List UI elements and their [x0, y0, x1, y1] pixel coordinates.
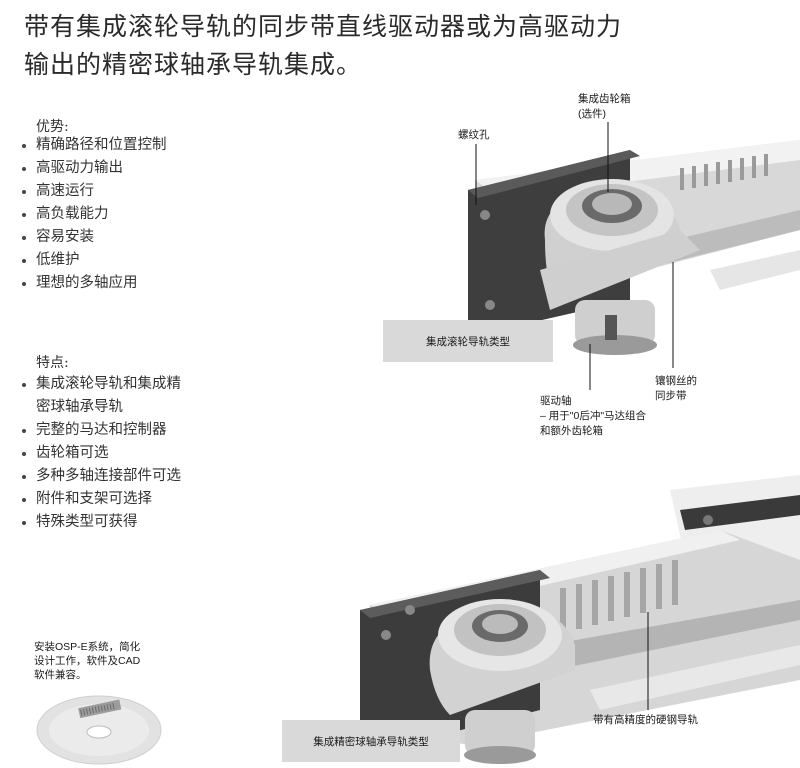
- list-item: 高驱动力输出: [22, 157, 167, 180]
- bullet-icon: [22, 167, 26, 171]
- drive-shaft-callout: 驱动轴 – 用于"0后冲"马达组合 和额外齿轮箱: [540, 395, 647, 437]
- advantages-title: 优势:: [36, 119, 69, 135]
- list-item: 多种多轴连接部件可选: [22, 465, 181, 488]
- list-item: 低维护: [22, 249, 167, 272]
- list-item: 集成滚轮导轨和集成精密球轴承导轨: [22, 373, 181, 419]
- features-list: 集成滚轮导轨和集成精密球轴承导轨 完整的马达和控制器 齿轮箱可选 多种多轴连接部…: [22, 373, 181, 534]
- advantages-list: 精确路径和位置控制 高驱动力输出 高速运行 高负载能力 容易安装 低维护 理想的…: [22, 134, 167, 295]
- list-item: 附件和支架可选择: [22, 488, 181, 511]
- list-item: 理想的多轴应用: [22, 272, 167, 295]
- list-item: 高负载能力: [22, 203, 167, 226]
- list-item: 特殊类型可获得: [22, 511, 181, 534]
- features-title: 特点:: [36, 355, 69, 371]
- bullet-icon: [22, 236, 26, 240]
- bullet-icon: [22, 259, 26, 263]
- bullet-icon: [22, 282, 26, 286]
- bullet-icon: [22, 521, 26, 525]
- roller-type-caption: 集成滚轮导轨类型: [383, 320, 553, 362]
- software-note: 安装OSP-E系统，简化 设计工作，软件及CAD 软件兼容。: [34, 641, 141, 681]
- list-item: 齿轮箱可选: [22, 442, 181, 465]
- bullet-icon: [22, 144, 26, 148]
- bullet-icon: [22, 429, 26, 433]
- bullet-icon: [22, 498, 26, 502]
- list-item: 完整的马达和控制器: [22, 419, 181, 442]
- bullet-icon: [22, 475, 26, 479]
- list-item: 容易安装: [22, 226, 167, 249]
- roller-guide-illustration: [468, 140, 800, 355]
- bullet-icon: [22, 213, 26, 217]
- headline-line-1: 带有集成滚轮导轨的同步带直线驱动器或为高驱动力: [24, 12, 623, 41]
- rail-callout: 带有高精度的硬钢导轨: [593, 714, 698, 726]
- list-item: 精确路径和位置控制: [22, 134, 167, 157]
- thread-hole-callout: 螺纹孔: [458, 129, 490, 141]
- bullet-icon: [22, 452, 26, 456]
- bullet-icon: [22, 383, 26, 387]
- page-headline: 带有集成滚轮导轨的同步带直线驱动器或为高驱动力 输出的精密球轴承导轨集成。: [24, 8, 664, 84]
- ball-guide-illustration: [360, 475, 800, 764]
- ball-type-caption: 集成精密球轴承导轨类型: [282, 720, 460, 762]
- headline-line-2: 输出的精密球轴承导轨集成。: [24, 50, 363, 79]
- list-item: 高速运行: [22, 180, 167, 203]
- cd-disc-icon: [36, 695, 162, 765]
- bullet-icon: [22, 190, 26, 194]
- gearbox-callout: 集成齿轮箱 (选件): [578, 93, 631, 120]
- belt-callout: 镶钢丝的 同步带: [655, 375, 697, 402]
